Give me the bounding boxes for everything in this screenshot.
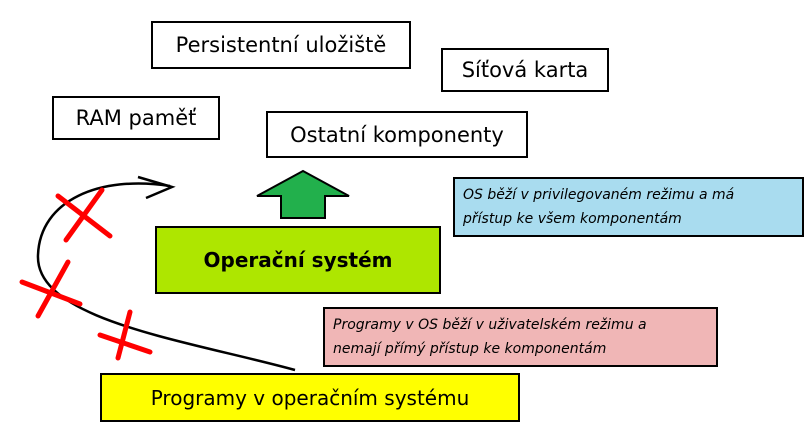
user-mode-note: Programy v OS běží v uživatelském režimu… <box>323 307 718 367</box>
red-cross-icon <box>97 309 153 361</box>
other-components-label: Ostatní komponenty <box>290 122 504 147</box>
user-note-line-1: Programy v OS běží v uživatelském režimu… <box>333 317 647 333</box>
network-card-label: Síťová karta <box>461 58 589 82</box>
persistent-storage-label: Persistentní uložiště <box>175 33 387 57</box>
user-note-line-2: nemají přímý přístup ke komponentám <box>333 341 607 357</box>
network-card-box: Síťová karta <box>441 48 609 92</box>
persistent-storage-box: Persistentní uložiště <box>151 21 411 69</box>
red-cross-icon <box>55 187 113 243</box>
privileged-mode-note: OS běží v privilegovaném režimu a má pří… <box>453 177 804 237</box>
privileged-note-line-1: OS běží v privilegovaném režimu a má <box>463 187 735 203</box>
curve-arrowhead-icon <box>137 175 176 200</box>
red-cross-icon <box>19 259 83 319</box>
blocked-access-curve <box>36 182 296 372</box>
programs-box: Programy v operačním systému <box>100 373 520 422</box>
ram-box: RAM paměť <box>52 96 220 140</box>
privileged-note-line-2: přístup ke všem komponentám <box>463 211 682 227</box>
up-arrow-icon <box>256 169 350 219</box>
programs-label: Programy v operačním systému <box>150 385 470 410</box>
ram-label: RAM paměť <box>75 106 197 130</box>
operating-system-box: Operační systém <box>155 226 441 294</box>
other-components-box: Ostatní komponenty <box>266 111 528 158</box>
operating-system-label: Operační systém <box>203 248 393 272</box>
